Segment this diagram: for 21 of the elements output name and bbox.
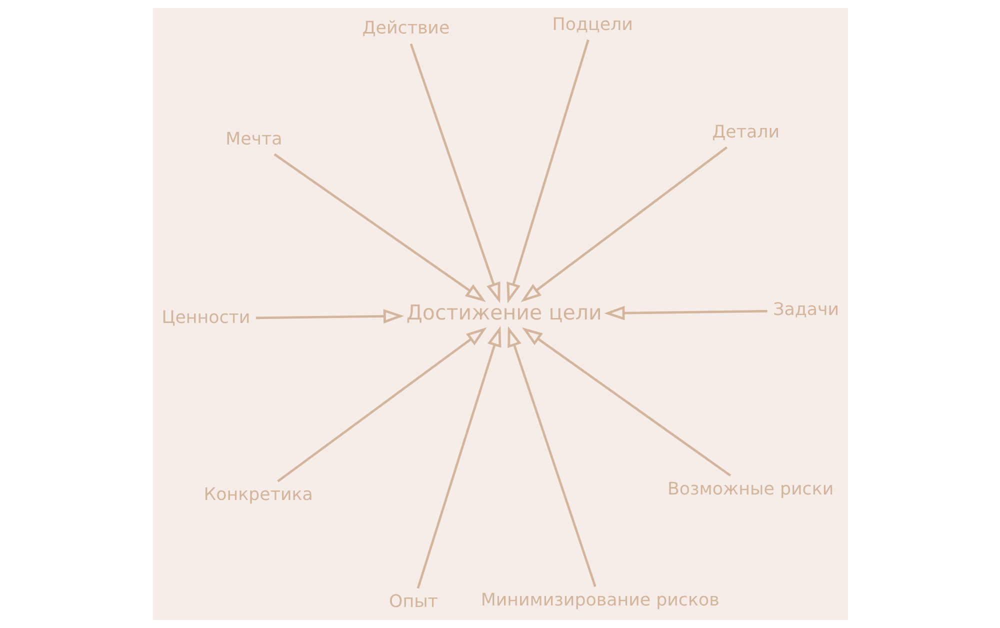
node-text: Конкретика: [203, 485, 312, 506]
node-text: Действие: [362, 18, 450, 39]
arrow: [506, 39, 589, 304]
node-text: Ценности: [161, 308, 250, 328]
arrow: [273, 153, 486, 302]
node-text: Мечта: [225, 129, 282, 150]
node-text: Возможные риски: [667, 479, 834, 500]
arrow: [409, 43, 500, 304]
arrow: [604, 306, 767, 320]
arrow: [507, 326, 596, 587]
node-text: Детали: [712, 122, 780, 143]
node-text: Подцели: [552, 14, 632, 35]
node-text: Опыт: [388, 592, 438, 612]
arrow: [521, 327, 731, 477]
node-text: Достижение цели: [406, 300, 602, 325]
arrow: [255, 309, 404, 324]
arrow: [520, 146, 728, 302]
arrow: [416, 326, 501, 589]
node-text: Минимизирование рисков: [480, 590, 719, 611]
arrow: [276, 327, 486, 482]
node-text: Задачи: [772, 300, 839, 320]
